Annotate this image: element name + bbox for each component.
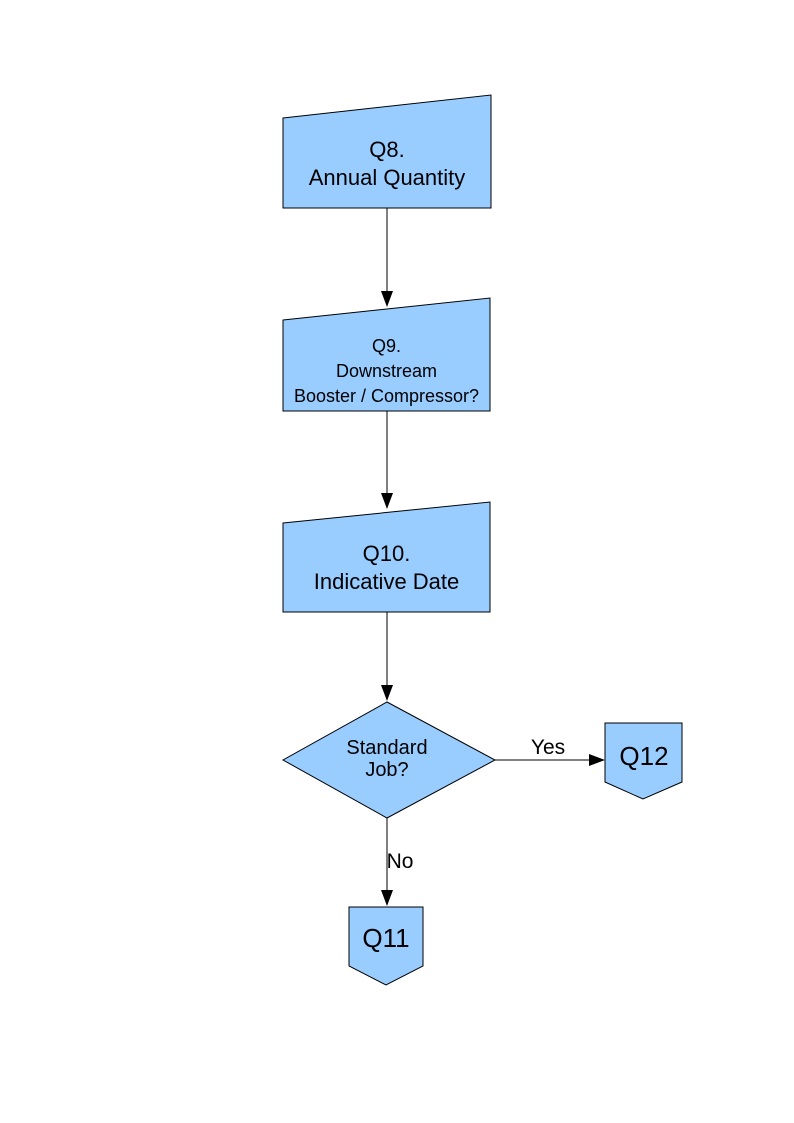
q9-node-shape	[282, 297, 491, 412]
q11-node-label: Q11	[362, 923, 410, 953]
no-branch-label: No	[386, 850, 414, 873]
yes-branch-label: Yes	[530, 736, 566, 759]
q10-node-label: Q10. Indicative Date	[313, 541, 460, 594]
q10-node-shape	[282, 501, 491, 613]
q9-node-label: Q9. Downstream Booster / Compressor?	[293, 336, 480, 406]
q12-node-label: Q12	[619, 741, 669, 771]
q8-node-shape	[282, 94, 492, 209]
q12-node-shape	[604, 722, 683, 800]
decision-node-label: Standard Job?	[346, 737, 428, 781]
q8-node-label: Q8. Annual Quantity	[308, 137, 466, 190]
q11-node-shape	[348, 906, 424, 986]
